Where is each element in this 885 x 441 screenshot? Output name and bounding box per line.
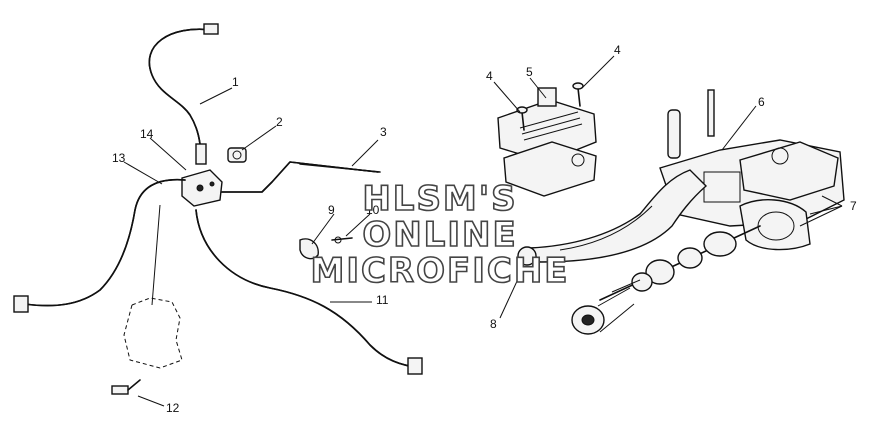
lever-ball-end — [517, 246, 537, 266]
callout-2: 2 — [276, 115, 283, 129]
reservoir-diaphragm — [503, 141, 597, 197]
clip-9 — [299, 238, 319, 260]
hose-1-fitting-bottom — [195, 143, 207, 165]
callout-4-left: 4 — [486, 69, 493, 83]
brake-lever — [528, 169, 708, 263]
screw-4-right — [572, 82, 584, 107]
cotter-pin — [707, 89, 715, 137]
banjo-fitting — [227, 147, 247, 163]
watermark-line-2: ONLINE — [362, 215, 517, 255]
callout-13: 13 — [112, 151, 126, 165]
handlebar-clamp — [739, 199, 811, 251]
callout-11: 11 — [376, 293, 389, 307]
piston-assembly — [599, 225, 761, 301]
bolt-12 — [111, 379, 141, 395]
pivot-pin — [667, 109, 681, 159]
callout-7: 7 — [850, 199, 857, 213]
watermark-line-3: MICROFICHE — [310, 251, 569, 291]
callout-8: 8 — [490, 317, 497, 331]
dust-boot — [571, 287, 635, 335]
callout-1: 1 — [232, 75, 239, 89]
hose-1-fitting-top — [203, 23, 219, 35]
callout-3: 3 — [380, 125, 387, 139]
mounting-plate — [123, 297, 183, 369]
callout-12: 12 — [166, 401, 180, 415]
callout-6: 6 — [758, 95, 765, 109]
hose-11-fitting — [407, 357, 423, 375]
brake-hose-1 — [148, 28, 213, 161]
callout-10: 10 — [366, 203, 380, 217]
callout-4-right: 4 — [614, 43, 621, 57]
brake-hose-13 — [24, 178, 186, 307]
watermark: HLSM'S ONLINE MICROFICHE — [310, 178, 569, 292]
master-cylinder-body — [659, 139, 845, 227]
watermark-line-1: HLSM'S — [362, 179, 517, 219]
callout-5: 5 — [526, 65, 533, 79]
callout-14: 14 — [140, 127, 154, 141]
fitting-10 — [331, 236, 353, 244]
callout-9: 9 — [328, 203, 335, 217]
leader-lines — [123, 55, 843, 407]
brake-line-3 — [221, 161, 379, 193]
hose-13-fitting — [13, 295, 29, 313]
